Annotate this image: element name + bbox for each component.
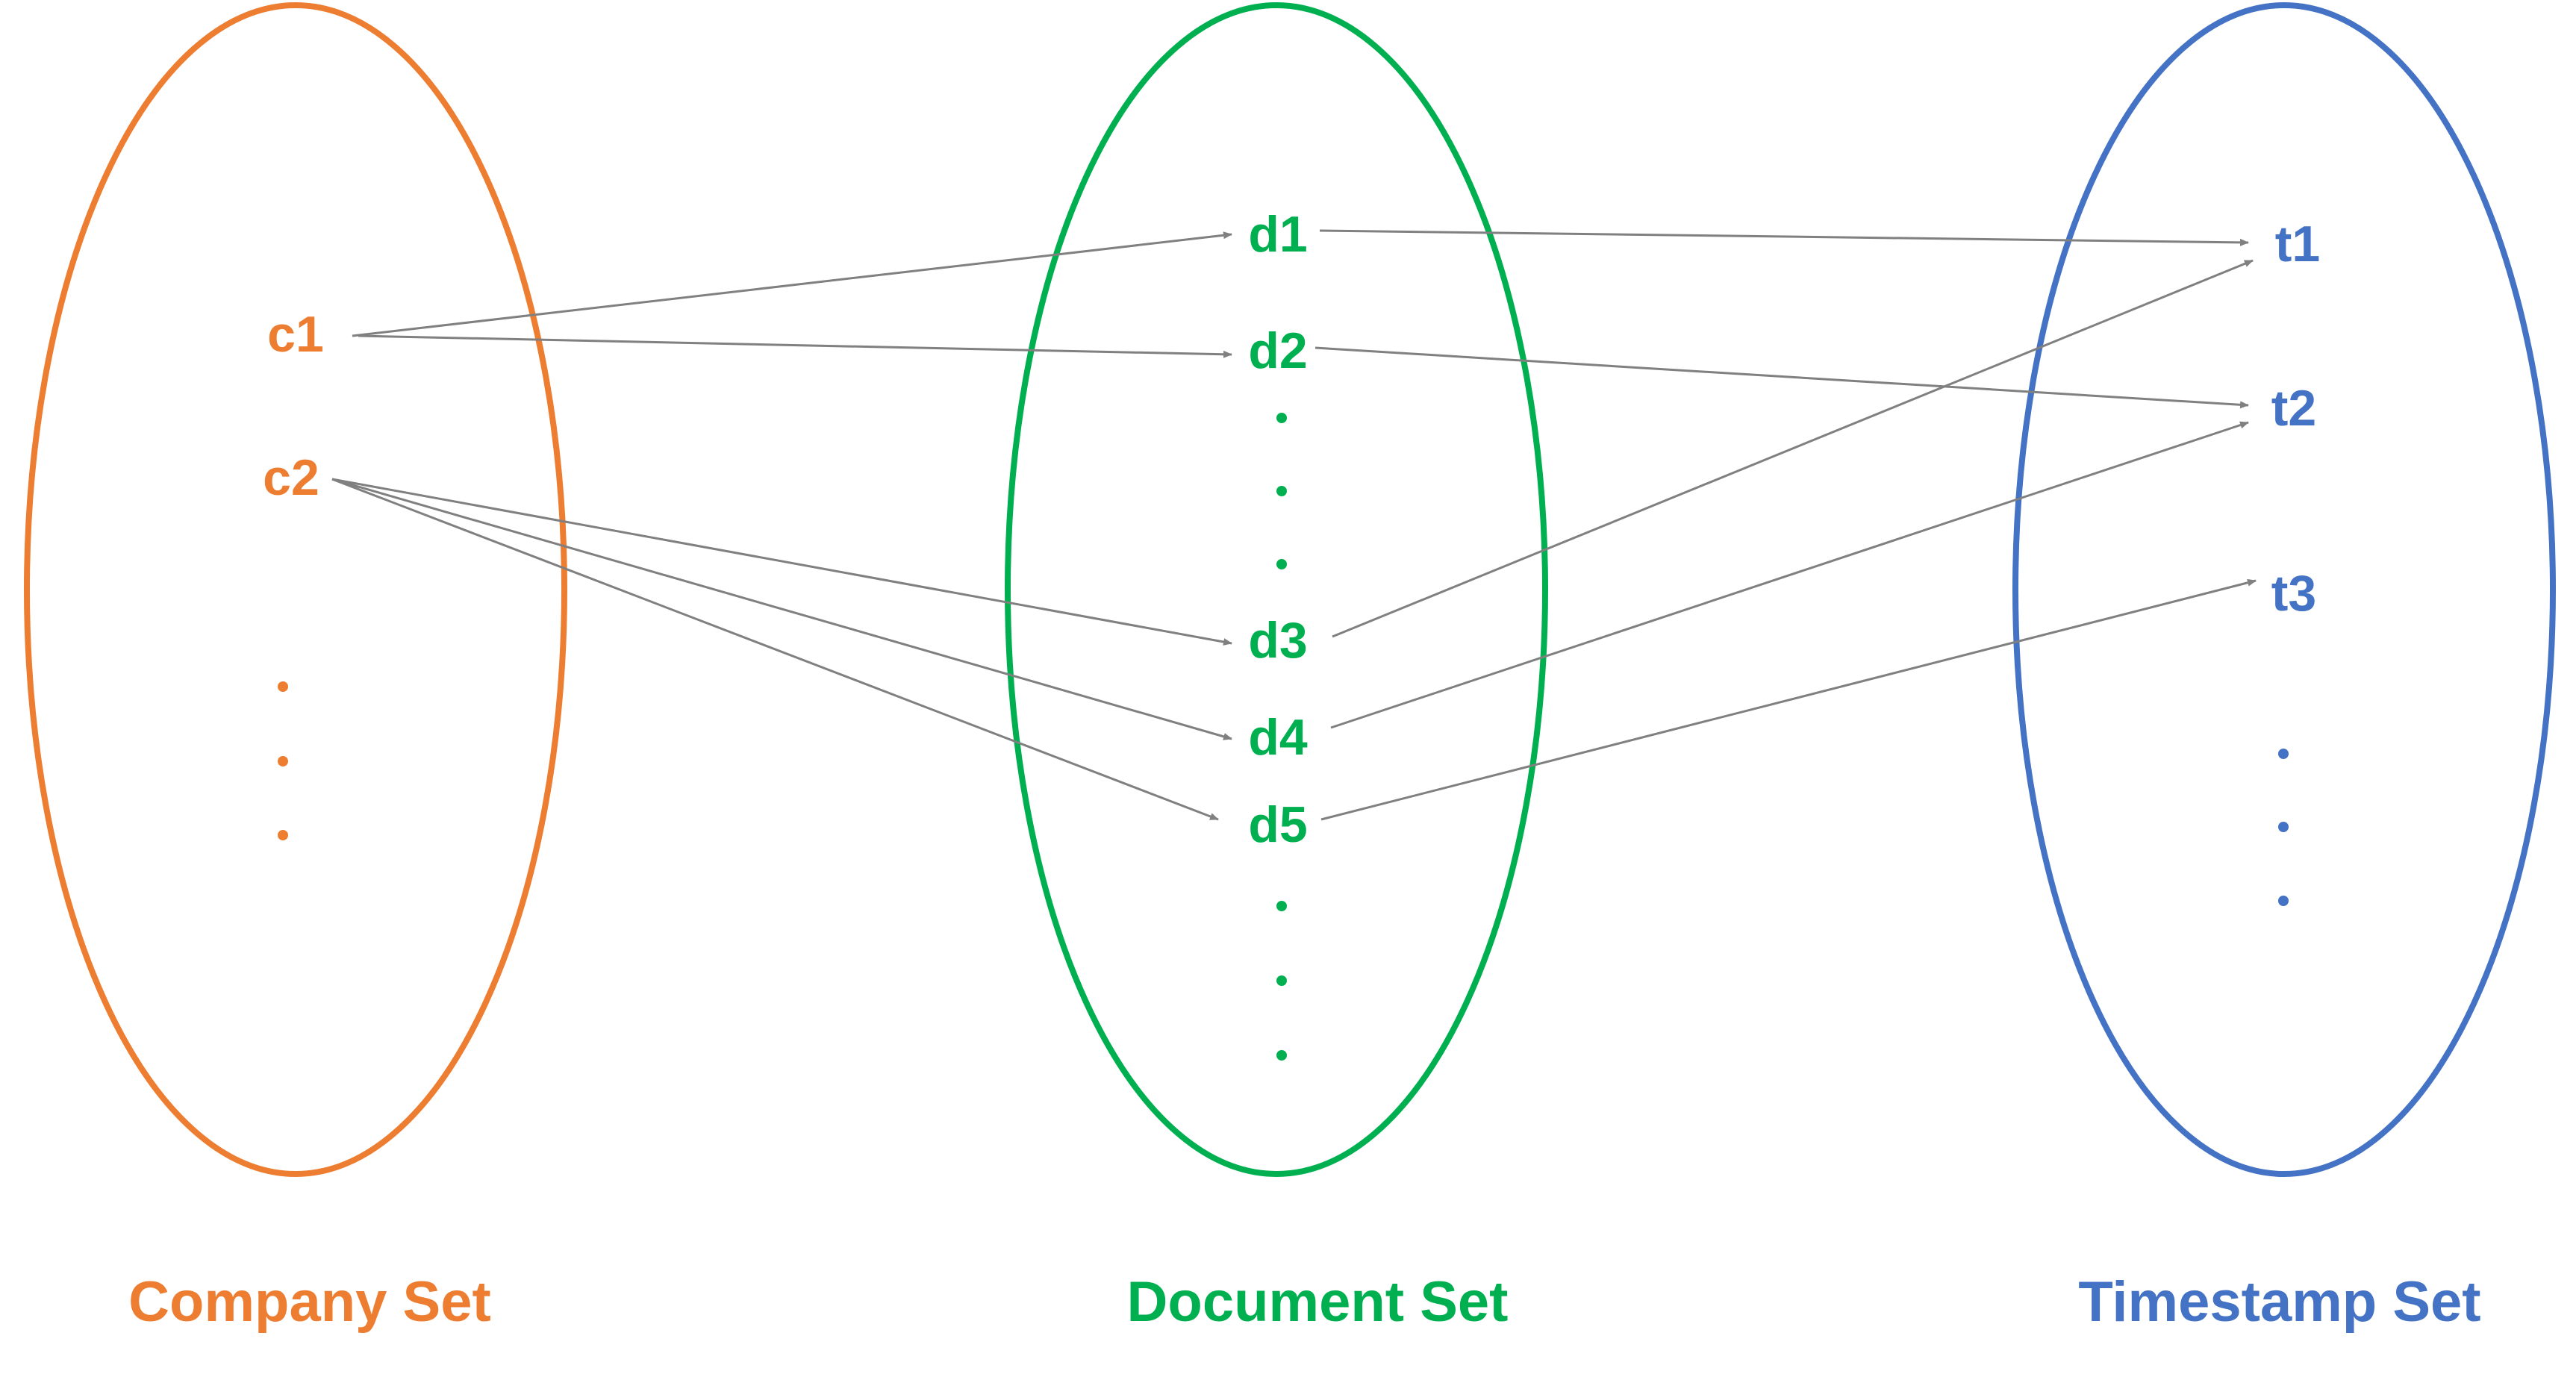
edge-d5-t3 xyxy=(1320,578,2257,821)
edge-d4-t2 xyxy=(1330,421,2249,729)
company-set-ellipse xyxy=(24,2,567,1177)
node-t2: t2 xyxy=(2271,380,2316,437)
edge-d1-t1 xyxy=(1319,229,2249,246)
document-set-continuation-lower xyxy=(1276,901,1287,1061)
edge-d2-t2 xyxy=(1314,346,2249,409)
edge-d3-t1 xyxy=(1332,259,2254,638)
edge-group xyxy=(331,229,2257,821)
node-d1: d1 xyxy=(1248,206,1307,263)
edge-c2-d5 xyxy=(331,478,1219,821)
edge-c1-d2 xyxy=(358,334,1232,358)
node-d5: d5 xyxy=(1248,796,1307,853)
node-t1: t1 xyxy=(2275,216,2320,272)
timestamp-set-continuation xyxy=(2278,749,2289,906)
node-c1: c1 xyxy=(267,306,324,363)
node-t3: t3 xyxy=(2271,565,2316,622)
edge-c2-d3 xyxy=(331,478,1232,646)
document-set-continuation-upper xyxy=(1276,413,1287,569)
company-set-continuation xyxy=(278,681,288,840)
timestamp-set-title: Timestamp Set xyxy=(2078,1270,2480,1334)
edge-c2-d4 xyxy=(331,478,1232,740)
node-c2: c2 xyxy=(263,449,319,506)
company-set-title: Company Set xyxy=(128,1270,491,1334)
node-d2: d2 xyxy=(1248,322,1307,379)
node-d3: d3 xyxy=(1248,612,1307,669)
document-set-ellipse xyxy=(1005,2,1548,1177)
timestamp-set-ellipse xyxy=(2012,2,2556,1177)
node-d4: d4 xyxy=(1248,709,1308,766)
edge-c1-d1 xyxy=(352,231,1232,337)
document-set-title: Document Set xyxy=(1127,1270,1509,1334)
